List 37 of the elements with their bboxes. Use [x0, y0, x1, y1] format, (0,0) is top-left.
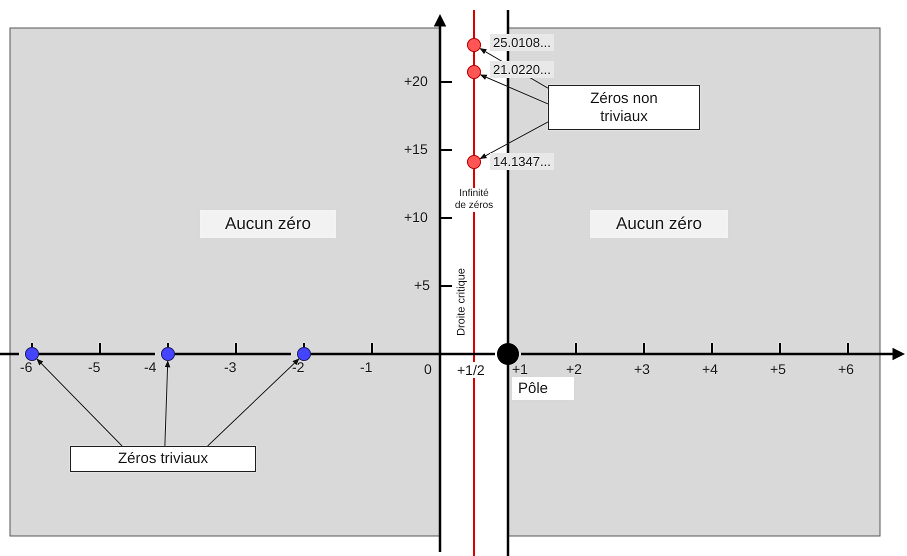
- callout-box: Zéros non triviaux: [548, 85, 700, 130]
- region-label: Aucun zéro: [200, 210, 336, 238]
- tick-label: +1/2: [455, 362, 487, 378]
- tick-label: -2: [292, 360, 304, 374]
- tick-label: +5: [770, 362, 786, 376]
- tick-label: -5: [88, 360, 100, 374]
- leader-line: [36, 358, 123, 446]
- tick-label: -4: [144, 360, 156, 374]
- callout-box: Zéros triviaux: [70, 446, 256, 472]
- leader-line: [480, 121, 548, 160]
- zero-marker: [467, 65, 481, 79]
- line-label: Droite critique: [456, 268, 468, 336]
- tick-label: +6: [838, 362, 854, 376]
- tick-label: +5: [414, 278, 430, 292]
- leader-line: [164, 360, 170, 446]
- region-label: Aucun zéro: [590, 210, 728, 238]
- tick-label: +1: [512, 362, 528, 376]
- tick-label: +3: [634, 362, 650, 376]
- leader-line: [480, 74, 548, 104]
- tick-label: +20: [404, 74, 428, 88]
- tick-label: -6: [20, 360, 32, 374]
- annotation: Infinité de zéros: [453, 188, 495, 212]
- leader-line: [207, 358, 300, 446]
- tick-label: 0: [424, 362, 432, 376]
- pole-marker: [497, 343, 519, 365]
- value-label: 14.1347...: [490, 153, 554, 170]
- tick-label: -3: [224, 360, 236, 374]
- zero-marker: [467, 38, 481, 52]
- tick-label: -1: [360, 360, 372, 374]
- zero-marker: [467, 155, 481, 169]
- tick-label: +2: [566, 362, 582, 376]
- tick-label: +4: [702, 362, 718, 376]
- tick-label: +15: [404, 142, 428, 156]
- value-label: 25.0108...: [490, 34, 554, 51]
- value-label: Pôle: [512, 377, 574, 400]
- value-label: 21.0220...: [490, 61, 554, 78]
- tick-label: +10: [404, 210, 428, 224]
